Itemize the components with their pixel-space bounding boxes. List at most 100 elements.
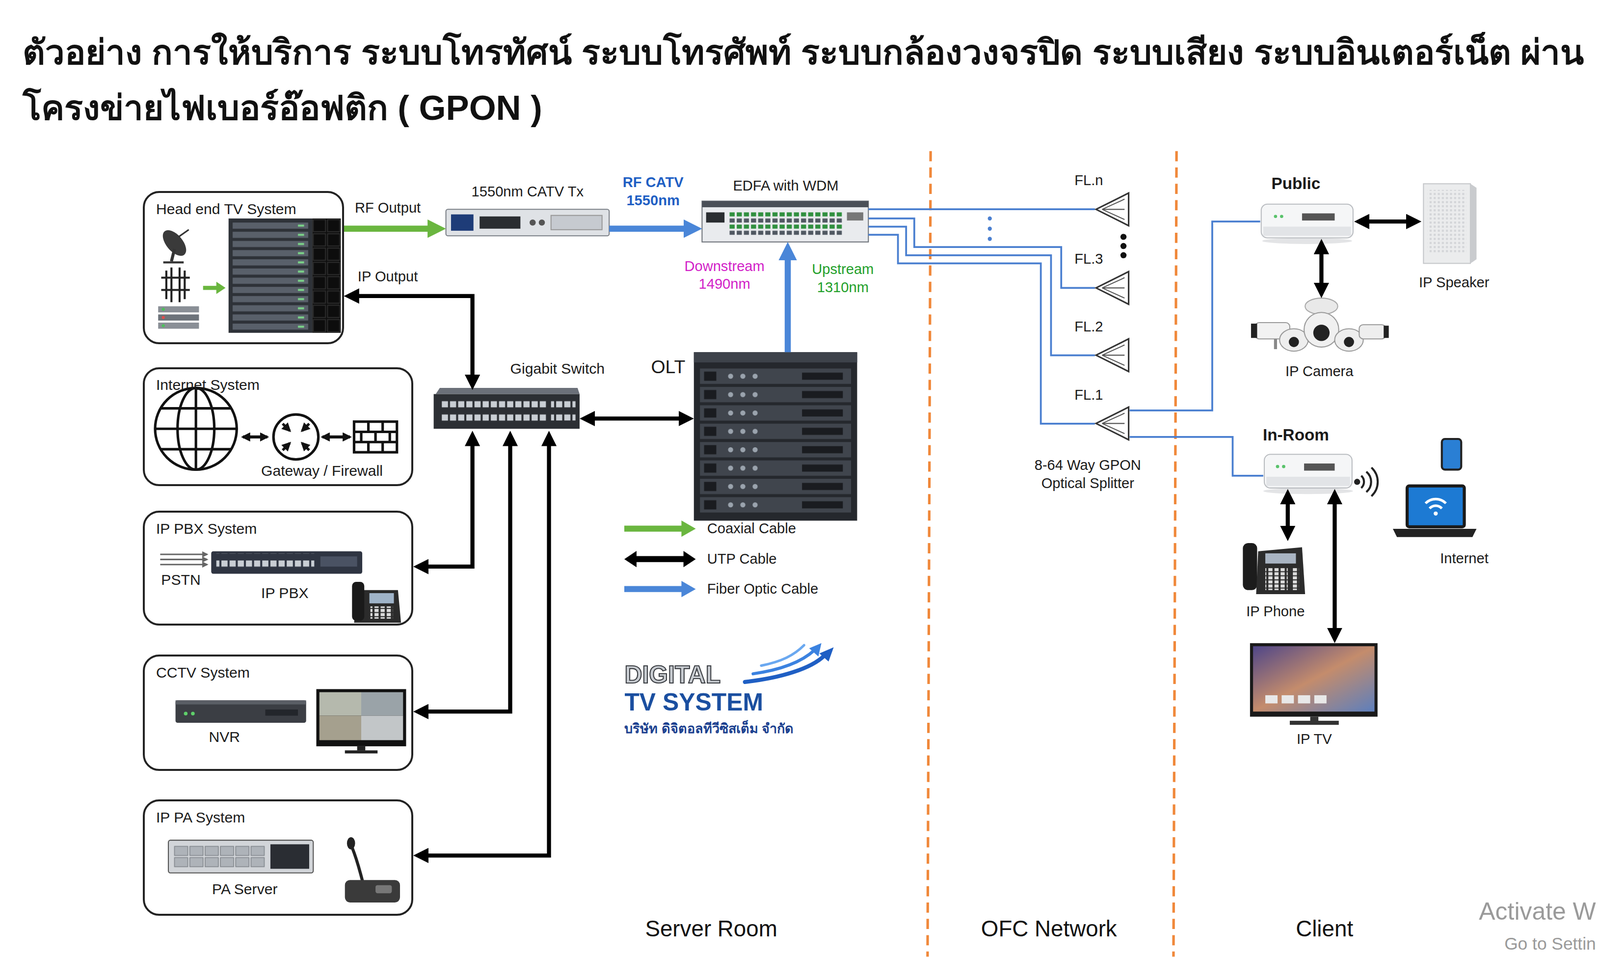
globe-icon: [160, 408, 231, 450]
zone-divider: [927, 151, 931, 957]
node-label: IP PBX: [261, 583, 309, 603]
router-icon: [301, 423, 310, 431]
catv-transmitter: [451, 214, 474, 231]
server-rack: [228, 218, 313, 333]
monitor: [345, 749, 378, 753]
olt-chassis: [693, 351, 858, 521]
receiver-stack: [161, 307, 165, 311]
desk-phone: [1255, 546, 1306, 594]
device-heading: IP Camera: [1285, 362, 1354, 380]
camera-group: [1343, 336, 1355, 347]
paging-microphone: [351, 847, 364, 884]
nvr-device: [265, 709, 299, 716]
device-heading: FL.n: [1074, 171, 1103, 189]
diagram-title: ตัวอย่าง การให้บริการ ระบบโทรทัศน์ ระบบโ…: [22, 24, 1595, 136]
receiver-stack: [158, 306, 199, 313]
onu-device: [1262, 237, 1353, 244]
device-heading: FL.2: [1074, 317, 1103, 336]
node-label: Head end TV System: [156, 199, 297, 219]
ip-pbx-device: [216, 553, 315, 572]
legend-arrow: [624, 550, 696, 567]
desk-phone: [1242, 542, 1306, 594]
system-box: CCTV SystemNVR: [142, 654, 414, 771]
globe-icon: [155, 427, 237, 430]
splitter-triangle: [1094, 191, 1130, 227]
onu-device: [1263, 487, 1354, 494]
desk-phone: [1265, 567, 1288, 590]
ip-speaker: IP Speaker: [1421, 180, 1475, 266]
ip-phone: IP Phone: [1242, 540, 1307, 596]
logo-swoosh: [819, 646, 834, 662]
television: [1253, 645, 1375, 712]
monitor: [357, 746, 366, 750]
optical-splitter: FL.1: [1094, 405, 1130, 441]
wifi-symbol: [1366, 471, 1372, 493]
television: [1265, 694, 1278, 704]
satellite-dish: [178, 229, 189, 238]
cable-arrow: [586, 416, 687, 421]
firewall-icon: [353, 421, 397, 453]
onu-device: [1281, 464, 1286, 469]
monitor: [319, 715, 362, 740]
tv-antenna: [160, 276, 190, 279]
pa-server: [168, 839, 314, 873]
device-heading: OLT: [650, 355, 686, 379]
monitor: [361, 715, 403, 740]
mobile-phone: [1441, 438, 1462, 470]
router-icon: [273, 414, 319, 459]
tv-antenna: [160, 267, 190, 303]
tv-antenna: [170, 267, 173, 303]
onu-device: [1302, 213, 1335, 221]
monitor: [316, 688, 407, 746]
splitter-triangle: [1094, 405, 1130, 441]
edfa-unit: [701, 201, 869, 208]
splitter-fan: [1101, 277, 1125, 299]
firewall-icon: [353, 421, 397, 453]
edge-label: RF CATV 1550nm: [613, 173, 694, 210]
receiver-stack: [161, 323, 165, 327]
logo-swoosh: [809, 642, 822, 657]
satellite-dish: [158, 225, 191, 263]
zone-label: OFC Network: [981, 914, 1118, 943]
ip-tv: IP TV: [1250, 642, 1378, 725]
onu-device: Public: [1260, 204, 1355, 240]
gigabit-switch: [433, 394, 580, 429]
speaker-box: [1470, 183, 1477, 264]
onu-device: [1274, 214, 1278, 218]
cable-arrow: [1361, 219, 1414, 224]
television: [1250, 642, 1378, 717]
edfa-unit: [701, 201, 869, 242]
cable-arrow: [344, 225, 437, 232]
node-label: IP PBX System: [156, 519, 257, 538]
receiver-stack: [161, 315, 165, 319]
fiber-line: [1129, 436, 1264, 476]
zone-divider: [1173, 151, 1177, 957]
zone-divider: [927, 151, 1177, 957]
cable-arrow: [1285, 496, 1290, 534]
cable-arrow: [609, 225, 694, 232]
legend-arrow: [624, 520, 696, 537]
link-arrow: [322, 435, 350, 439]
legend-label: Coaxial Cable: [707, 519, 797, 537]
gigabit-switch: [440, 398, 547, 425]
gigabit-switch: [433, 387, 580, 429]
pstn-lines: [160, 563, 208, 565]
nvr-device: [175, 699, 307, 723]
edfa-unit: EDFA with WDM: [701, 201, 869, 242]
node-label: Internet System: [156, 375, 260, 395]
logo-swoosh: [761, 644, 804, 666]
desk-phone: [1290, 567, 1300, 590]
television: [1281, 694, 1294, 704]
device-heading: FL.1: [1074, 385, 1103, 404]
edge-label: IP Output: [355, 267, 421, 286]
server-rack: [312, 218, 341, 333]
laptop: [1392, 485, 1477, 537]
olt-chassis: [693, 351, 858, 363]
paging-microphone: [346, 836, 356, 850]
camera-group: [1288, 336, 1300, 347]
legend-arrow: [624, 580, 696, 597]
legend-label: UTP Cable: [707, 549, 777, 568]
device-heading: IP Speaker: [1418, 273, 1490, 292]
camera-group: [1359, 324, 1386, 339]
